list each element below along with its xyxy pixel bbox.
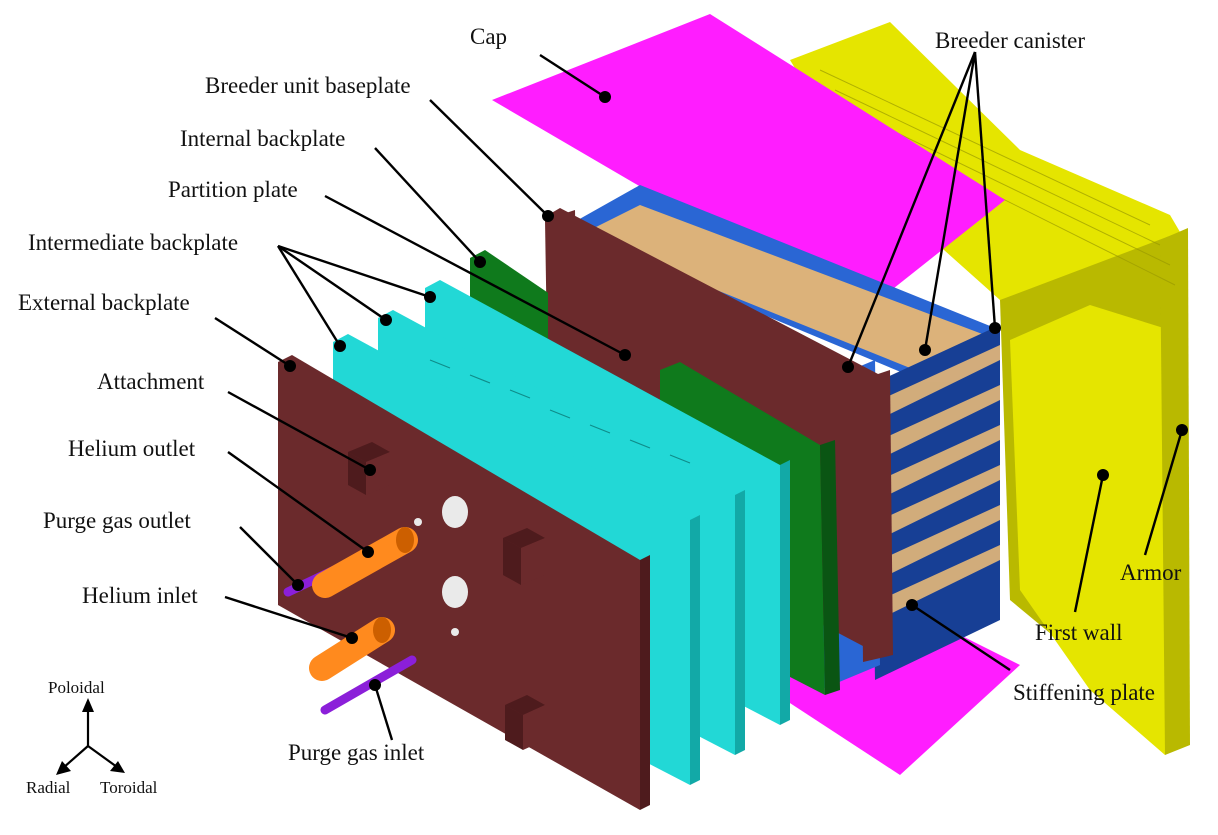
attachment-block: [503, 528, 545, 585]
leader-dots: [284, 91, 1188, 691]
label-helium-outlet: Helium outlet: [68, 436, 196, 461]
leader-purge-gas-outlet: [239, 526, 299, 586]
label-stiffening-plate: Stiffening plate: [1013, 680, 1155, 705]
leader-canister-1: [846, 51, 977, 368]
leader-lines: [214, 51, 1184, 741]
purge-gas-inlet-pipe: [320, 655, 417, 715]
label-attachment: Attachment: [97, 369, 205, 394]
label-breeder-canister: Breeder canister: [935, 28, 1085, 53]
leader-external-backplate: [214, 316, 291, 368]
label-cap: Cap: [470, 24, 507, 49]
leader-armor: [1143, 429, 1184, 556]
attachment-block: [348, 442, 390, 495]
label-purge-gas-outlet: Purge gas outlet: [43, 508, 191, 533]
leader-purge-gas-inlet: [373, 684, 394, 741]
poloidal-arrow-icon: [82, 698, 94, 712]
label-armor: Armor: [1120, 560, 1182, 585]
coordinate-axes: Poloidal Radial Toroidal: [26, 678, 158, 797]
label-breeder-unit-baseplate: Breeder unit baseplate: [205, 73, 411, 98]
leader-intermediate-1: [277, 244, 431, 299]
axis-toroidal: Toroidal: [100, 778, 158, 797]
label-partition-plate: Partition plate: [168, 177, 298, 202]
axis-poloidal: Poloidal: [48, 678, 105, 697]
pipes: [283, 527, 418, 715]
attachments: [348, 442, 545, 750]
leader-partition-plate: [324, 194, 626, 357]
leader-internal-backplate: [374, 147, 481, 263]
leader-first-wall: [1073, 474, 1105, 613]
label-first-wall: First wall: [1035, 620, 1123, 645]
leader-canister-3: [973, 51, 997, 329]
label-helium-inlet: Helium inlet: [82, 583, 198, 608]
helium-outlet-pipe: [312, 527, 418, 598]
attachment-block: [505, 695, 545, 750]
toroidal-arrow-icon: [110, 761, 125, 773]
leader-intermediate-3: [276, 245, 342, 347]
radial-arrow-icon: [56, 761, 71, 775]
leader-canister-2: [923, 51, 977, 351]
label-purge-gas-inlet: Purge gas inlet: [288, 740, 425, 765]
label-external-backplate: External backplate: [18, 290, 190, 315]
leader-stiffening-plate: [911, 603, 1011, 672]
label-intermediate-backplate: Intermediate backplate: [28, 230, 238, 255]
label-internal-backplate: Internal backplate: [180, 126, 345, 151]
axis-radial: Radial: [26, 778, 71, 797]
first-wall: [790, 22, 1190, 755]
helium-inlet-pipe: [309, 617, 395, 681]
bottom-cap: [770, 605, 1020, 775]
leader-cap: [539, 53, 606, 99]
leader-helium-outlet: [227, 451, 369, 553]
leader-intermediate-2: [277, 245, 387, 321]
leader-attachment: [227, 390, 371, 472]
cap: [492, 14, 1005, 315]
leader-breeder-unit-baseplate: [429, 99, 549, 217]
leader-helium-inlet: [224, 595, 353, 640]
